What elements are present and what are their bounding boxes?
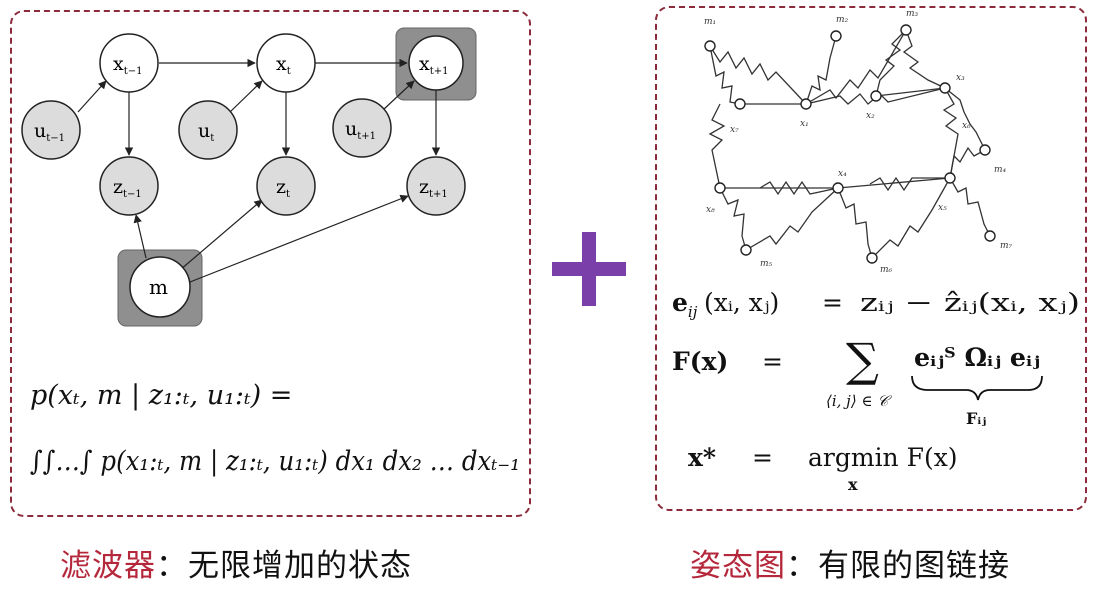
node-x-curr-label: x	[276, 53, 287, 75]
edge-u-prev-x-prev	[77, 80, 107, 113]
node-x-prev-sub: t−1	[124, 66, 143, 77]
pose-graph-caption-title: 姿态图	[690, 548, 786, 584]
node-x-prev: xt−1	[99, 33, 159, 93]
node-x-next-sub: t+1	[430, 66, 449, 77]
node-z-prev-label: z	[113, 176, 123, 198]
node-u-curr-label: u	[198, 120, 210, 142]
node-z-prev-sub: t−1	[123, 189, 142, 200]
svg-text:xt−1: xt−1	[113, 53, 142, 77]
node-x-curr-sub: t	[287, 66, 291, 77]
edge-u-next-x-next	[382, 80, 415, 111]
node-z-curr-sub: t	[286, 189, 290, 200]
node-z-prev: zt−1	[99, 156, 159, 216]
edge-m-z-curr	[179, 199, 263, 271]
node-z-next-label: z	[419, 176, 429, 198]
node-m: m	[129, 256, 191, 318]
edge-u-curr-x-curr	[229, 80, 263, 113]
filter-caption-desc: 无限增加的状态	[188, 548, 412, 584]
node-u-prev-sub: t−1	[46, 133, 65, 144]
svg-text:zt+1: zt+1	[419, 176, 448, 200]
svg-text:ut−1: ut−1	[34, 120, 65, 144]
edge-m-z-next	[189, 194, 409, 283]
plus-icon	[552, 232, 626, 306]
node-u-prev-label: u	[34, 120, 46, 142]
svg-text:m: m	[149, 275, 168, 299]
filter-caption: 滤波器：无限增加的状态	[60, 540, 412, 585]
node-x-curr: xt	[256, 33, 316, 93]
filter-panel	[10, 10, 531, 517]
filter-diagram: xt−1 xt xt+1 ut−1 ut ut+1 zt−1 zt zt+1 m…	[21, 27, 520, 477]
node-m-label: m	[149, 275, 168, 299]
pose-graph-panel	[655, 6, 1087, 511]
pose-graph-caption: 姿态图：有限的图链接	[690, 540, 1010, 585]
pose-graph-caption-colon: ：	[786, 548, 818, 584]
svg-text:ut+1: ut+1	[345, 118, 376, 142]
node-u-next-label: u	[345, 118, 357, 140]
filter-caption-colon: ：	[156, 548, 188, 584]
svg-text:xt: xt	[276, 53, 291, 77]
filter-formula-line1: p(xₜ, m | z₁:ₜ, u₁:ₜ) =	[30, 380, 292, 411]
svg-text:xt+1: xt+1	[419, 53, 448, 77]
svg-text:zt−1: zt−1	[113, 176, 142, 200]
pose-graph-caption-desc: 有限的图链接	[818, 548, 1010, 584]
node-u-prev: ut−1	[21, 100, 81, 160]
node-x-next: xt+1	[408, 35, 464, 91]
node-u-next: ut+1	[332, 98, 392, 158]
svg-text:ut: ut	[198, 120, 214, 144]
filter-formula-line2: ∫∫…∫ p(x₁:ₜ, m | z₁:ₜ, u₁:ₜ) dx₁ dx₂ … d…	[30, 446, 520, 477]
filter-caption-title: 滤波器	[60, 548, 156, 584]
node-x-prev-label: x	[113, 53, 124, 75]
svg-text:zt: zt	[276, 176, 290, 200]
node-z-curr-label: z	[276, 176, 286, 198]
node-z-next-sub: t+1	[429, 189, 448, 200]
node-u-next-sub: t+1	[357, 131, 376, 142]
node-u-curr-sub: t	[210, 133, 214, 144]
edge-m-z-prev	[133, 214, 147, 259]
node-u-curr: ut	[178, 100, 238, 160]
node-z-next: zt+1	[406, 156, 466, 216]
node-x-next-label: x	[419, 53, 430, 75]
node-z-curr: zt	[256, 156, 316, 216]
